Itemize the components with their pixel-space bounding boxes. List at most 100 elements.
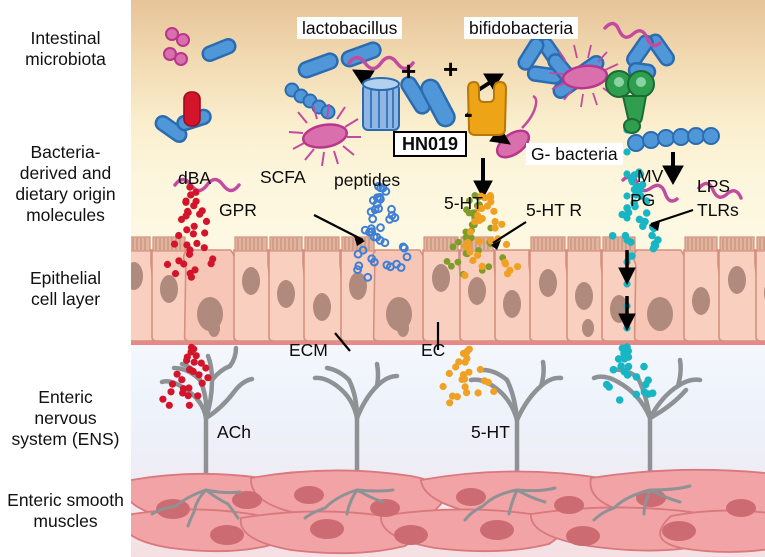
five-ht-dot-particle <box>463 242 471 250</box>
row-label-line: cell layer <box>30 289 101 309</box>
scfa-dot-particle <box>374 181 383 191</box>
microvilli-brush-border <box>304 236 340 252</box>
dba-dot-particle <box>165 401 173 409</box>
dba-dot-particle <box>178 376 186 384</box>
dba-dot-particle <box>190 222 198 230</box>
dba-dot-particle <box>187 348 195 356</box>
label-scfa: SCFA <box>260 167 306 187</box>
g-negative-bacterium <box>495 94 538 159</box>
five-ht-dot-particle <box>461 383 469 391</box>
diagram-panel: lactobacillus bifidobacteria + + - HN019… <box>131 0 765 557</box>
row-label-line: Bacteria- <box>30 142 101 162</box>
scfa-dot-particle <box>353 265 363 275</box>
label-ach: ACh <box>217 422 252 442</box>
label-peptides: peptides <box>334 170 401 190</box>
dba-dot-particle <box>197 359 205 367</box>
epithelial-cell-nucleus <box>468 277 486 305</box>
five-ht-dot-cloud <box>439 192 522 407</box>
lps-dot-particle <box>620 355 629 363</box>
five-ht-dot-particle <box>503 270 512 278</box>
dba-transporter <box>183 91 201 127</box>
epithelial-cell-layer-graphic <box>131 236 765 342</box>
row-label-epithelial-cell-layer: Epithelial cell layer <box>0 268 131 310</box>
dba-dot-particle <box>195 371 203 379</box>
row-label-intestinal-microbiota: Intestinal microbiota <box>0 28 131 70</box>
five-ht-dot-particle <box>463 389 471 397</box>
label-plus-1: + <box>401 56 417 86</box>
dba-dot-particle <box>194 392 202 400</box>
dba-dot-particle <box>186 183 194 191</box>
five-ht-dot-particle <box>477 192 485 200</box>
five-ht-dot-particle <box>474 389 482 397</box>
tlr-receptor <box>605 70 655 134</box>
dba-dot-particle <box>190 358 198 366</box>
five-ht-dot-particle <box>462 349 470 357</box>
epithelial-cell-nucleus <box>277 280 295 308</box>
dba-dot-particle <box>202 217 211 225</box>
five-ht-dot-particle <box>490 207 498 215</box>
label-5ht-receptor: 5-HT R <box>526 200 583 220</box>
label-dba: dBA <box>178 168 212 188</box>
pink-cocci-cluster <box>163 27 190 66</box>
dba-dot-particle <box>185 384 193 392</box>
five-ht-dot-particle <box>471 218 479 226</box>
microvilli-brush-border <box>719 236 755 252</box>
row-label-line: Intestinal <box>30 28 101 48</box>
row-label-line: Enteric <box>38 387 93 407</box>
five-ht-dot-particle <box>475 237 484 245</box>
row-label-line: Epithelial <box>29 268 102 288</box>
arrow-to-mv-lps <box>662 152 684 186</box>
neuron-4 <box>591 357 703 493</box>
lps-dot-particle <box>636 185 645 193</box>
dba-dot-particle <box>163 260 172 268</box>
dba-dot-particle <box>183 226 191 234</box>
five-ht-dot-particle <box>484 378 492 386</box>
scfa-dot-particle <box>386 262 395 272</box>
dba-dot-particle <box>185 250 194 258</box>
dba-dot-particle <box>168 380 177 388</box>
scfa-dot-particle <box>402 252 412 262</box>
five-ht-dot-particle <box>490 387 498 396</box>
lps-dot-particle <box>623 371 632 379</box>
lps-particle <box>623 214 631 222</box>
five-ht-dot-particle <box>439 382 447 391</box>
dba-dot-particle <box>189 367 197 375</box>
hn019-bacterium <box>420 78 456 128</box>
row-label-line: Enteric smooth <box>7 490 124 510</box>
five-ht-dot-particle <box>501 260 510 268</box>
epithelial-cell-nucleus <box>242 267 260 295</box>
scfa-dot-particle <box>369 257 379 267</box>
pink-flagellated-bacterium-2 <box>548 44 622 108</box>
lps-dot-particle <box>614 355 623 363</box>
muscle-nuclei <box>156 486 756 546</box>
microvilli-brush-border <box>530 236 566 252</box>
dba-dot-particle <box>198 379 206 387</box>
scfa-dot-particle <box>385 215 395 224</box>
leader-arrowheads <box>354 221 660 250</box>
epithelial-cell-nucleus <box>692 287 710 315</box>
row-label-line: microbiota <box>25 49 106 69</box>
peptide-dot-particle <box>466 197 473 205</box>
five-ht-dot-particle <box>466 248 474 256</box>
scfa-dot-cloud <box>353 181 412 282</box>
label-5ht: 5-HT <box>444 193 483 213</box>
arrow-to-5ht <box>473 158 493 200</box>
dba-dot-particle <box>190 202 198 210</box>
pink-flagellated-bacterium <box>288 103 361 167</box>
five-ht-dot-particle <box>463 354 471 362</box>
dba-dot-particle <box>187 273 195 281</box>
lps-dot-particle <box>639 222 647 230</box>
dba-dot-particle <box>171 270 180 278</box>
epithelial-cell-nucleus <box>647 297 673 331</box>
peptide-dot-particle <box>443 258 451 265</box>
epithelial-cell-nucleus <box>349 272 367 300</box>
peptide-dot-particle <box>485 263 493 271</box>
dba-dot-particle <box>200 244 208 252</box>
scfa-dot-particle <box>363 272 373 282</box>
row-label-enteric-nervous-system: Enteric nervous system (ENS) <box>0 387 131 450</box>
gpr-receptor <box>362 77 400 131</box>
transcytosis-arrows <box>618 250 636 332</box>
label-5ht-ens: 5-HT <box>471 422 510 442</box>
epithelial-cell-nucleus <box>313 293 331 321</box>
dba-dot-particle <box>170 240 179 248</box>
